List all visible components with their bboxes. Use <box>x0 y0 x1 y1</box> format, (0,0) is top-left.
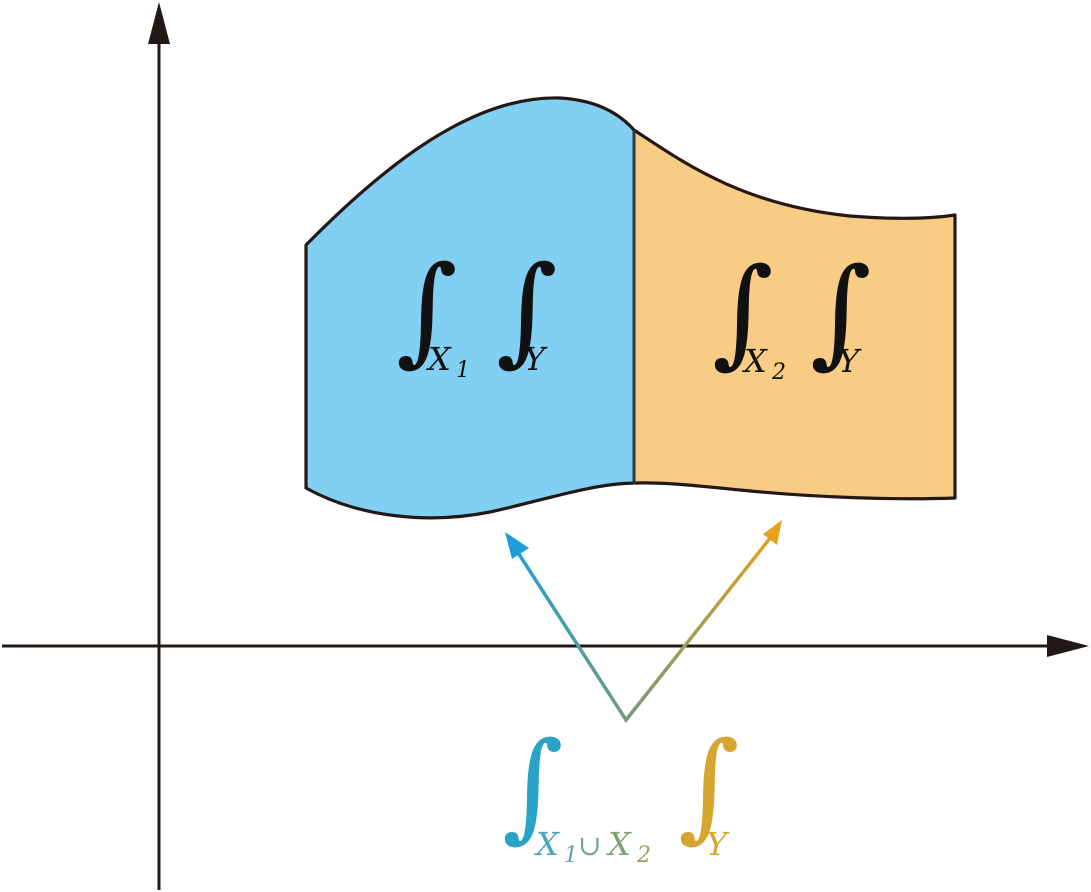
subscript-x1-index: 1 <box>456 358 470 383</box>
formula-bottom: ∫ X 1 ∪ X 2 ∫ Y <box>502 716 739 868</box>
integral-sign-bottom-1: ∫ <box>502 716 563 854</box>
subscript-bottom-x1-var: X <box>533 825 560 863</box>
region-x1 <box>306 97 634 518</box>
subscript-x1-var: X <box>425 340 452 378</box>
arrowhead-left <box>505 532 529 559</box>
subscript-x2-index: 2 <box>771 360 786 385</box>
union-symbol: ∪ <box>578 829 601 862</box>
subscript-x2-var: X <box>741 342 768 380</box>
integral-sign-left-1: ∫ <box>396 240 457 378</box>
split-arrows <box>505 520 782 724</box>
region-x2 <box>634 130 955 499</box>
subscript-y-right: Y <box>838 342 862 380</box>
region-outline <box>304 96 957 520</box>
integral-sign-right-2: ∫ <box>810 242 871 380</box>
y-axis-arrowhead <box>148 2 170 44</box>
arrow-lines <box>513 535 773 724</box>
integral-sign-bottom-2: ∫ <box>678 716 739 854</box>
subscript-bottom-x1-index: 1 <box>564 843 578 868</box>
integral-sign-right-1: ∫ <box>712 242 773 380</box>
subscript-bottom-x2-index: 2 <box>636 843 651 868</box>
x-axis-arrowhead <box>1047 635 1089 657</box>
subscript-bottom-y: Y <box>706 825 730 863</box>
integral-sign-left-2: ∫ <box>496 240 557 378</box>
formula-left: ∫ X 1 ∫ Y <box>396 240 557 383</box>
subscript-bottom-x2-var: X <box>605 825 632 863</box>
arrowhead-right <box>763 520 782 545</box>
formula-right: ∫ X 2 ∫ Y <box>712 242 871 385</box>
subscript-y-left: Y <box>524 340 548 378</box>
